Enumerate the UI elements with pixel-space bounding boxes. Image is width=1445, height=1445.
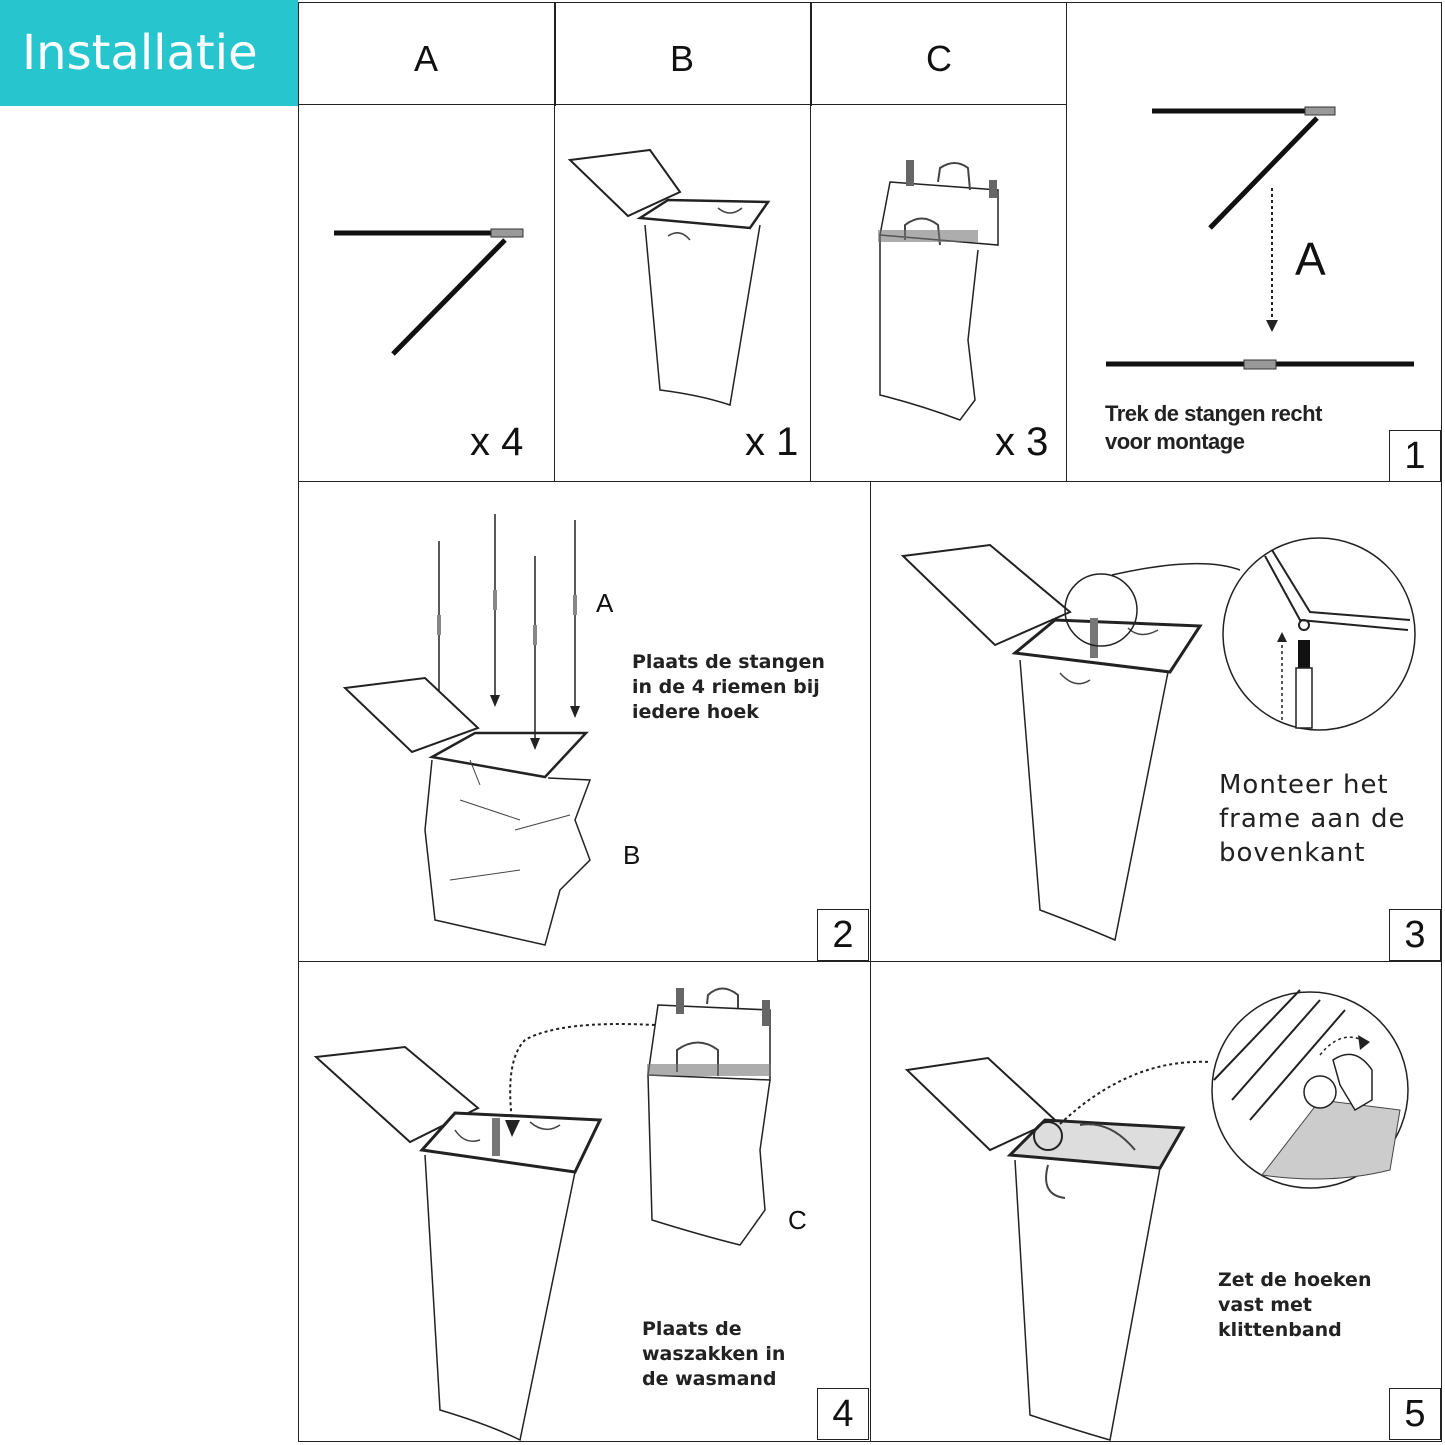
step-3-number: 3 xyxy=(1389,909,1441,961)
part-b-quantity: x 1 xyxy=(745,420,799,464)
step-3-panel xyxy=(870,481,1442,963)
step-1-panel xyxy=(1066,2,1442,483)
step-2-caption-line-3: iedere hoek xyxy=(632,701,759,723)
step-5-caption-line-1: Zet de hoeken xyxy=(1218,1269,1372,1291)
part-b-letter: B xyxy=(669,38,694,79)
part-c-quantity: x 3 xyxy=(995,420,1049,464)
step-5-number: 5 xyxy=(1389,1388,1441,1440)
step-2-number: 2 xyxy=(817,909,869,961)
step-2-basket-label: B xyxy=(623,840,641,870)
step-5-caption-line-2: vast met xyxy=(1218,1294,1312,1316)
step-1-caption-line-2: voor montage xyxy=(1105,429,1245,454)
part-c-letter: C xyxy=(926,38,952,79)
step-1-rod-label: A xyxy=(1295,233,1326,285)
step-2-rod-label: A xyxy=(596,588,614,618)
step-4-number: 4 xyxy=(817,1388,869,1440)
step-4-caption: Plaats de waszakken in de wasmand xyxy=(642,1317,785,1392)
step-2-caption-line-2: in de 4 riemen bij xyxy=(632,676,820,698)
step-2-caption: Plaats de stangen in de 4 riemen bij ied… xyxy=(632,650,825,725)
step-2-caption-line-1: Plaats de stangen xyxy=(632,651,825,673)
step-4-caption-line-1: Plaats de xyxy=(642,1318,742,1340)
part-a-quantity: x 4 xyxy=(470,420,524,464)
step-5-panel xyxy=(870,961,1442,1442)
step-4-bag-label: C xyxy=(788,1205,807,1235)
parts-header-row xyxy=(298,2,1068,106)
step-3-caption: Monteer het frame aan de bovenkant xyxy=(1219,768,1405,870)
step-3-caption-line-3: bovenkant xyxy=(1219,838,1366,868)
page-title: Installatie xyxy=(0,0,298,106)
parts-divider-2 xyxy=(810,2,812,106)
step-5-caption: Zet de hoeken vast met klittenband xyxy=(1218,1268,1371,1343)
step-3-caption-line-2: frame aan de xyxy=(1219,804,1406,834)
step-5-caption-line-3: klittenband xyxy=(1218,1319,1342,1341)
step-4-panel xyxy=(298,961,872,1442)
step-1-caption: Trek de stangen recht voor montage xyxy=(1105,400,1322,456)
part-a-letter: A xyxy=(413,38,438,79)
step-3-caption-line-1: Monteer het xyxy=(1219,770,1389,800)
step-4-caption-line-3: de wasmand xyxy=(642,1368,777,1390)
parts-divider-1 xyxy=(554,2,556,106)
step-4-caption-line-2: waszakken in xyxy=(642,1343,786,1365)
step-1-caption-line-1: Trek de stangen recht xyxy=(1105,401,1322,426)
step-1-number: 1 xyxy=(1389,430,1441,482)
